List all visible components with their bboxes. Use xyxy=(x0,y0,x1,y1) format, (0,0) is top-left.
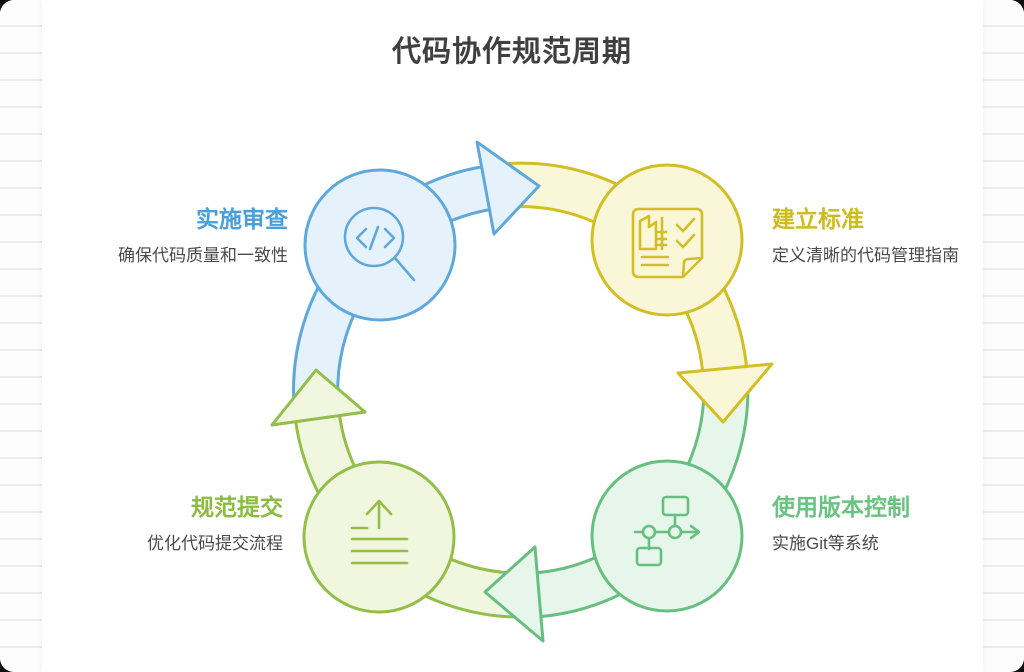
arrowhead-yellow-icon xyxy=(676,362,774,424)
arrowhead-blue-icon xyxy=(475,140,541,236)
diagram-card xyxy=(42,0,983,672)
background-grid-left xyxy=(0,0,42,672)
code-review-icon xyxy=(343,206,416,282)
background-grid-right xyxy=(983,0,1024,672)
stage-text-version-control: 使用版本控制 实施Git等系统 xyxy=(772,494,910,554)
stage-text-review: 实施审查 确保代码质量和一致性 xyxy=(118,206,288,266)
arrowhead-green-icon xyxy=(483,545,545,643)
commit-upload-icon xyxy=(350,499,409,565)
stage-label: 建立标准 xyxy=(772,206,864,232)
standards-document-icon xyxy=(631,207,704,279)
stage-label: 使用版本控制 xyxy=(772,494,910,520)
arrowhead-olive-icon xyxy=(270,368,367,427)
stage-description: 确保代码质量和一致性 xyxy=(118,246,288,265)
stage-description: 优化代码提交流程 xyxy=(147,534,283,553)
stage-circle-version-control xyxy=(590,459,744,613)
version-control-icon xyxy=(633,495,701,567)
stage-circle-standards xyxy=(590,163,744,317)
stage-circle-commits xyxy=(302,460,456,614)
stage-text-standards: 建立标准 定义清晰的代码管理指南 xyxy=(772,206,959,266)
page-title: 代码协作规范周期 xyxy=(391,36,632,68)
stage-label: 实施审查 xyxy=(196,206,288,232)
stage-circle-review xyxy=(303,168,457,322)
stage-description: 定义清晰的代码管理指南 xyxy=(772,246,959,265)
stage-label: 规范提交 xyxy=(191,494,283,520)
stage-text-commits: 规范提交 优化代码提交流程 xyxy=(147,494,283,554)
stage-description: 实施Git等系统 xyxy=(772,534,879,553)
